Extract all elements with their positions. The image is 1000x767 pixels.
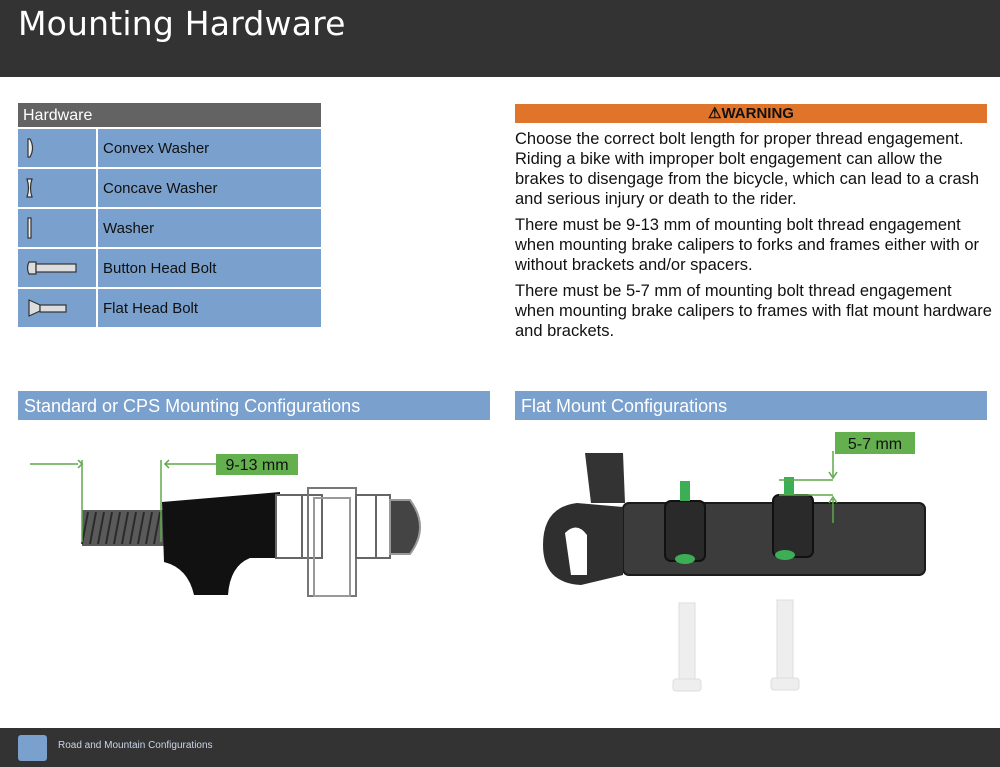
hardware-table: Hardware Convex Washer Concave Washer Wa…: [18, 103, 321, 327]
hardware-row: Convex Washer: [18, 129, 321, 167]
footer-nav-icon[interactable]: [18, 735, 47, 761]
standard-config-heading: Standard or CPS Mounting Configurations: [18, 391, 490, 420]
hardware-label: Washer: [98, 209, 321, 247]
footer-bar: Road and Mountain Configurations: [0, 728, 1000, 767]
warning-banner: ⚠WARNING: [515, 104, 987, 123]
hardware-label: Button Head Bolt: [98, 249, 321, 287]
page-title: Mounting Hardware: [18, 4, 346, 43]
standard-measure-label: 9-13 mm: [225, 457, 288, 474]
warning-title: WARNING: [721, 105, 794, 122]
hardware-row: Flat Head Bolt: [18, 289, 321, 327]
warning-text: Choose the correct bolt length for prope…: [515, 129, 993, 347]
washer-icon: [18, 209, 96, 247]
concave-washer-icon: [18, 169, 96, 207]
warning-triangle-icon: ⚠: [708, 105, 722, 122]
button-head-bolt-icon: [18, 249, 96, 287]
warning-paragraph: Choose the correct bolt length for prope…: [515, 130, 980, 208]
hardware-label: Flat Head Bolt: [98, 289, 321, 327]
warning-paragraph: There must be 5-7 mm of mounting bolt th…: [515, 282, 992, 340]
flat-mount-config-heading: Flat Mount Configurations: [515, 391, 987, 420]
warning-paragraph: There must be 9-13 mm of mounting bolt t…: [515, 216, 980, 274]
hardware-label: Convex Washer: [98, 129, 321, 167]
hardware-row: Washer: [18, 209, 321, 247]
hardware-row: Button Head Bolt: [18, 249, 321, 287]
page-header: Mounting Hardware: [0, 0, 1000, 77]
footer-label[interactable]: Road and Mountain Configurations: [58, 740, 213, 751]
flat-measure-label: 5-7 mm: [848, 436, 902, 453]
hardware-label: Concave Washer: [98, 169, 321, 207]
standard-mount-diagram: 9-13 mm: [30, 454, 421, 597]
flat-head-bolt-icon: [18, 289, 96, 327]
flat-mount-diagram: 5-7 mm: [543, 432, 926, 692]
convex-washer-icon: [18, 129, 96, 167]
hardware-row: Concave Washer: [18, 169, 321, 207]
hardware-table-heading: Hardware: [18, 103, 321, 127]
